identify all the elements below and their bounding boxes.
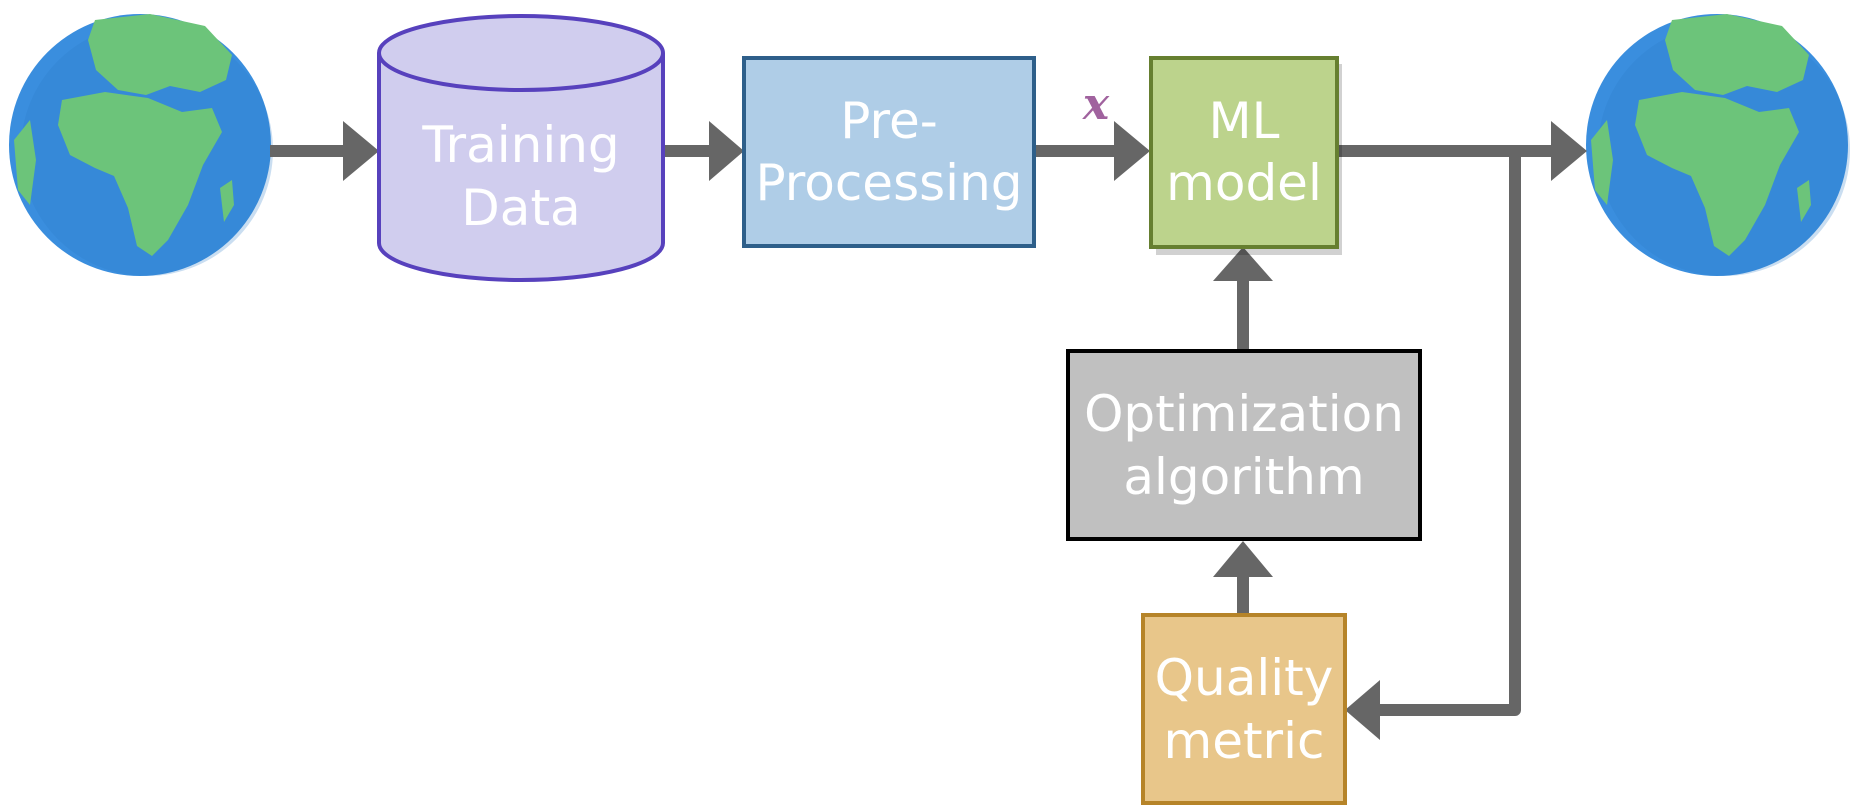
quality-metric-label-line1: Quality <box>1155 649 1334 707</box>
optimization-box <box>1066 349 1422 541</box>
output-globe-land-europe <box>1665 14 1809 95</box>
input-globe-icon <box>9 14 273 276</box>
output-globe-land-madagascar <box>1797 180 1811 222</box>
pre-processing-node: Pre- Processing <box>742 56 1036 248</box>
input-globe-land-europe <box>88 14 232 95</box>
arrow-training-to-pre-head <box>709 121 744 181</box>
quality-metric-box <box>1141 613 1347 805</box>
training-data-cylinder-body <box>377 53 665 282</box>
arrow-quality-to-opt-head <box>1213 541 1273 577</box>
ml-model-box <box>1149 56 1339 249</box>
output-globe-land-west <box>1591 120 1613 205</box>
input-globe-land-africa <box>58 92 222 256</box>
arrow-world-to-training-head <box>343 121 379 181</box>
training-data-label-line1: Training <box>421 116 619 174</box>
optimization-node: Optimization algorithm <box>1066 349 1422 541</box>
connectors <box>270 121 1587 740</box>
feedback-connector <box>1377 151 1521 716</box>
arrow-pre-to-ml-head <box>1114 121 1150 181</box>
quality-metric-node: Quality metric <box>1141 613 1347 805</box>
output-globe-icon <box>1586 14 1850 276</box>
pre-processing-label-line1: Pre- <box>840 92 938 150</box>
input-globe-land-madagascar <box>220 180 234 222</box>
ml-model-node: ML model <box>1149 56 1342 255</box>
edge-label-x: x <box>1082 79 1110 130</box>
pre-processing-label-line2: Processing <box>756 154 1023 212</box>
training-data-label-line2: Data <box>461 179 580 237</box>
training-data-node: Training Data <box>377 14 665 282</box>
ml-model-label-line1: ML <box>1209 92 1280 150</box>
optimization-label-line2: algorithm <box>1123 448 1364 506</box>
arrow-feedback-to-quality-head <box>1345 680 1380 740</box>
input-globe-land-west <box>14 120 36 205</box>
optimization-label-line1: Optimization <box>1084 385 1404 443</box>
ml-model-label-line2: model <box>1166 154 1322 212</box>
training-data-cylinder-top <box>377 14 665 92</box>
quality-metric-label-line2: metric <box>1163 712 1324 770</box>
arrow-ml-to-world-head <box>1551 121 1587 181</box>
output-globe-land-africa <box>1635 92 1799 256</box>
pre-processing-box <box>742 56 1036 248</box>
arrow-opt-to-ml-head <box>1213 247 1273 281</box>
